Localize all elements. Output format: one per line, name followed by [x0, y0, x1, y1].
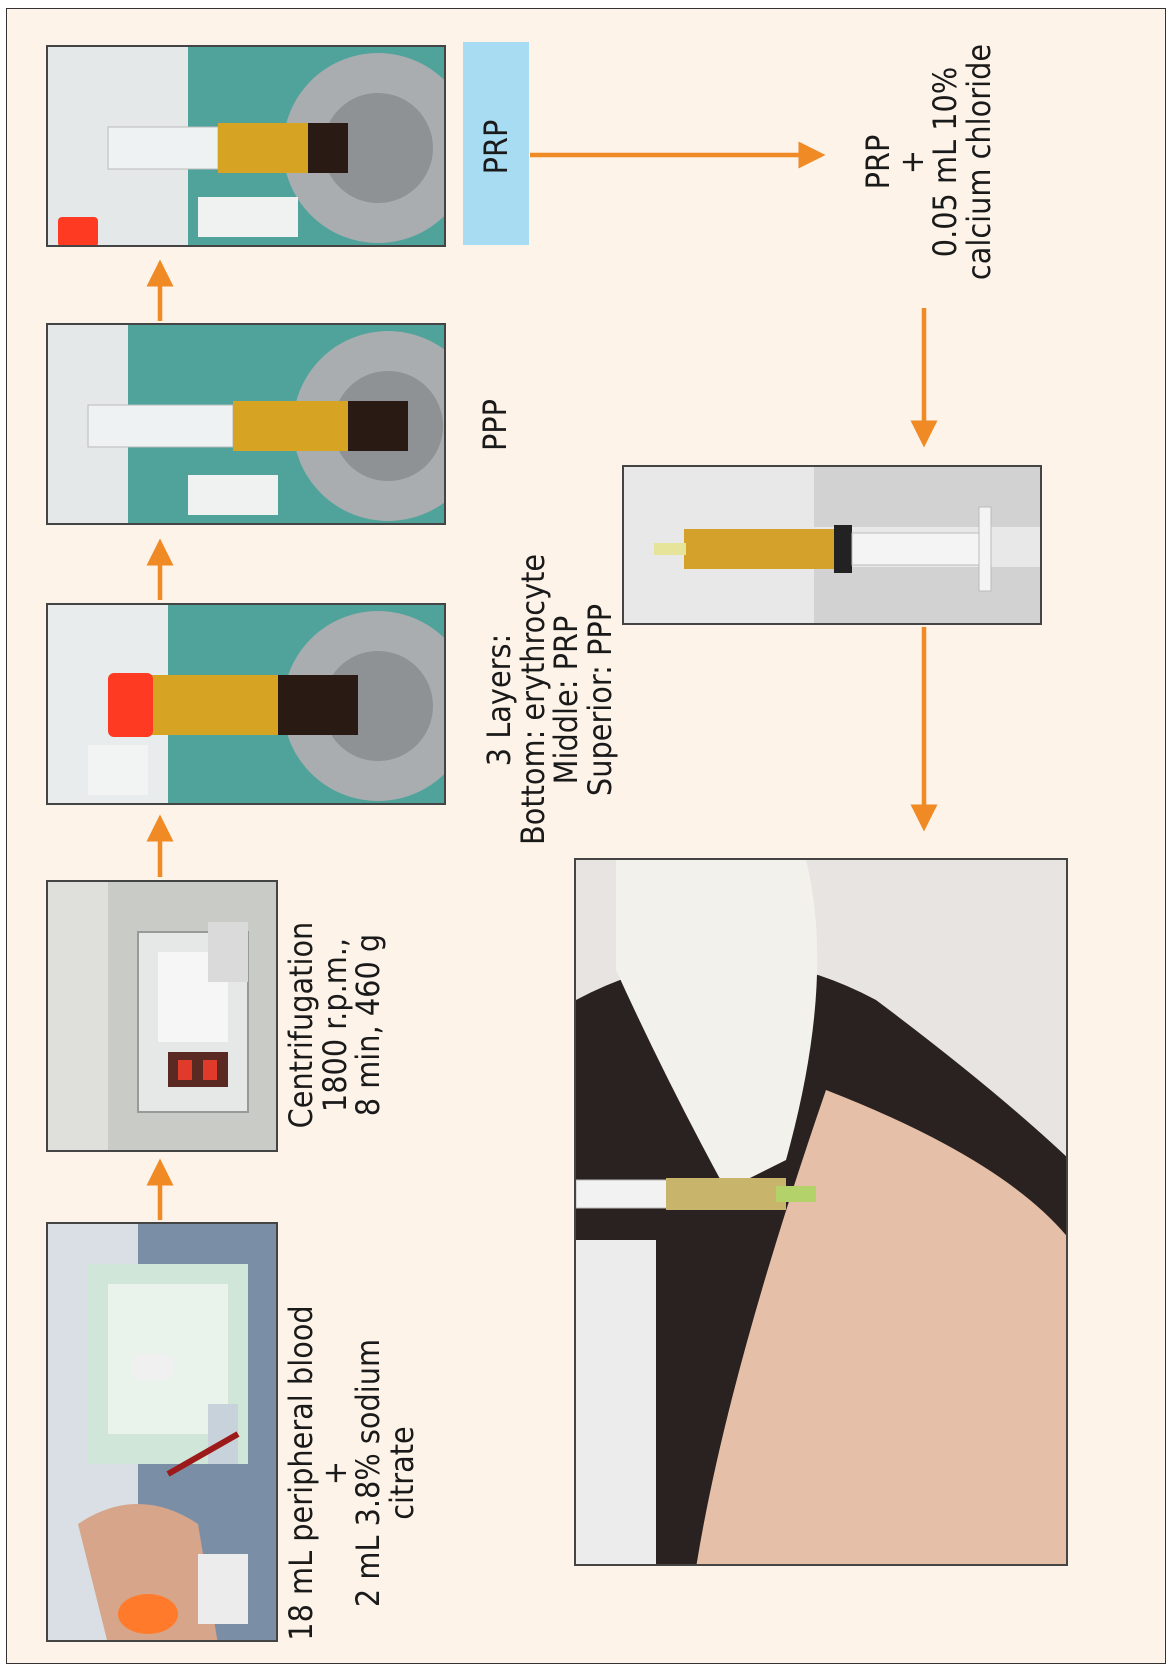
blood-line-3: 2 mL 3.8% sodium — [352, 1293, 386, 1653]
activation-line-1: PRP — [862, 32, 896, 292]
blood-line-2: + — [319, 1293, 353, 1653]
layers-line-3: Middle: PRP — [550, 555, 584, 845]
activation-line-4: calcium chloride — [963, 32, 997, 292]
centrifugation-line-3: 8 min, 460 g — [352, 905, 386, 1145]
blood-line-4: citrate — [386, 1293, 420, 1653]
centrifugation-line-1: Centrifugation — [285, 905, 319, 1145]
layers-line-4: Superior: PPP — [584, 555, 618, 845]
centrifugation-caption: Centrifugation 1800 r.p.m., 8 min, 460 g — [285, 905, 415, 1145]
blood-line-1: 18 mL peripheral blood — [285, 1293, 319, 1653]
layers-line-2: Bottom: erythrocyte — [517, 555, 551, 845]
activation-line-2: + — [896, 32, 930, 292]
prp-box-label: PRP — [474, 47, 518, 247]
blood-step-caption: 18 mL peripheral blood + 2 mL 3.8% sodiu… — [285, 1293, 445, 1653]
layers-line-1: 3 Layers: — [483, 555, 517, 845]
activation-caption: PRP + 0.05 mL 10% calcium chloride — [862, 32, 1022, 292]
centrifugation-line-2: 1800 r.p.m., — [319, 905, 353, 1145]
ppp-label: PPP — [473, 375, 517, 475]
activation-line-3: 0.05 mL 10% — [929, 32, 963, 292]
layers-caption: 3 Layers: Bottom: erythrocyte Middle: PR… — [483, 555, 643, 845]
